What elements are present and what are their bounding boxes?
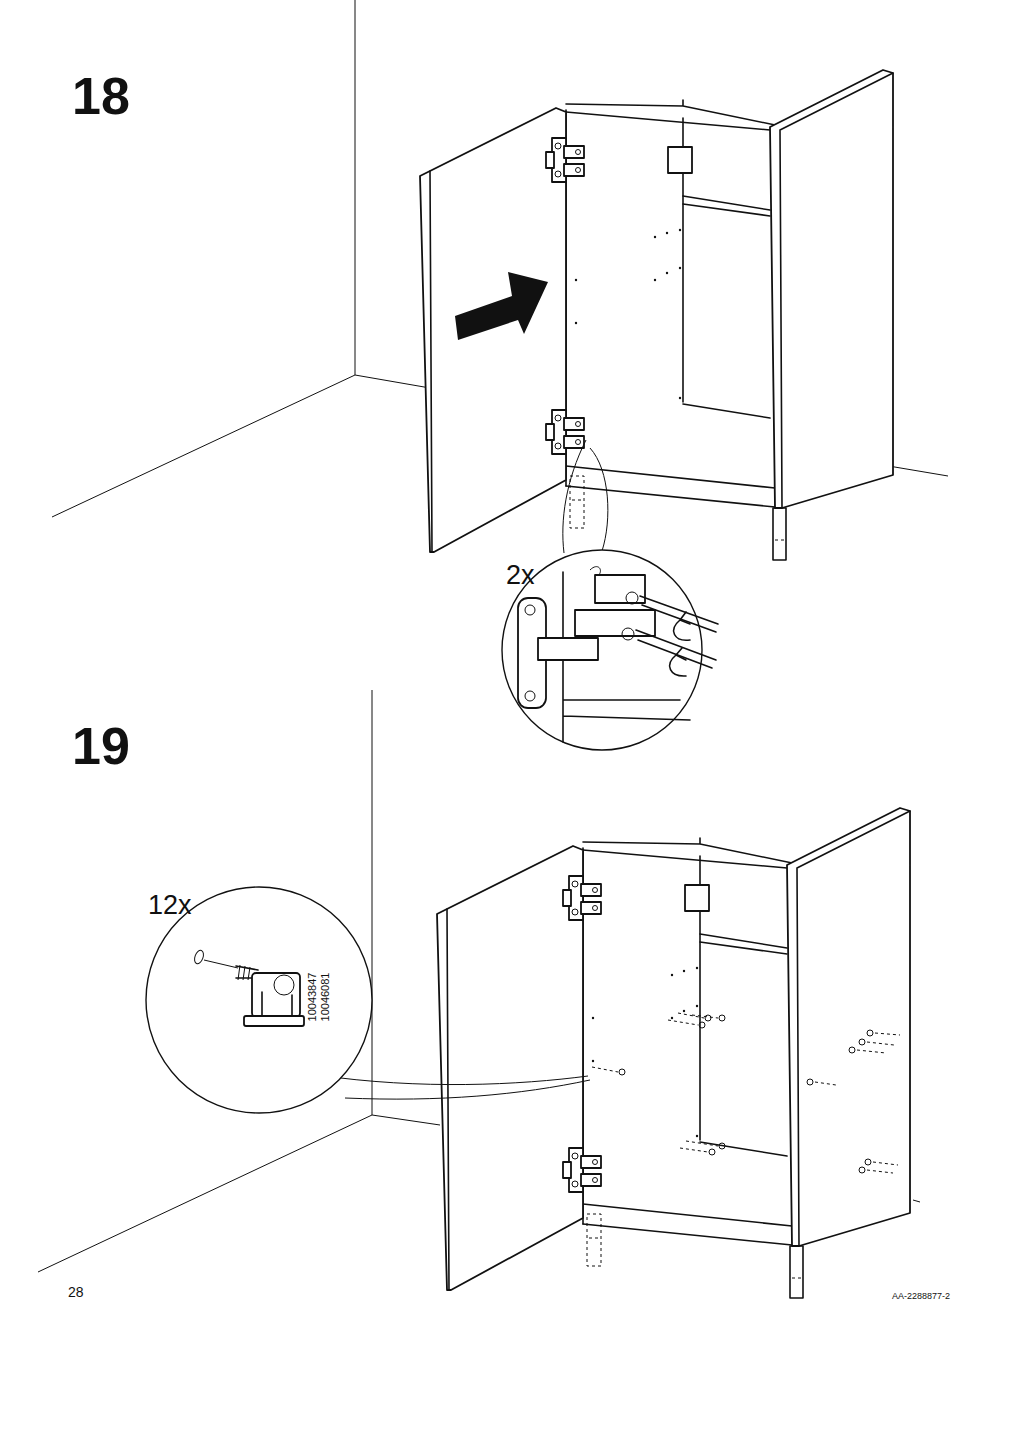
part-number: 10046081 — [320, 973, 331, 1022]
page-number: 28 — [68, 1285, 84, 1299]
step-number: 18 — [72, 70, 130, 122]
document-code: AA-2288877-2 — [892, 1292, 950, 1301]
quantity-label: 12x — [148, 892, 192, 919]
quantity-label: 2x — [506, 562, 535, 589]
step-number: 19 — [72, 720, 130, 772]
part-number: 10043847 — [307, 973, 318, 1022]
